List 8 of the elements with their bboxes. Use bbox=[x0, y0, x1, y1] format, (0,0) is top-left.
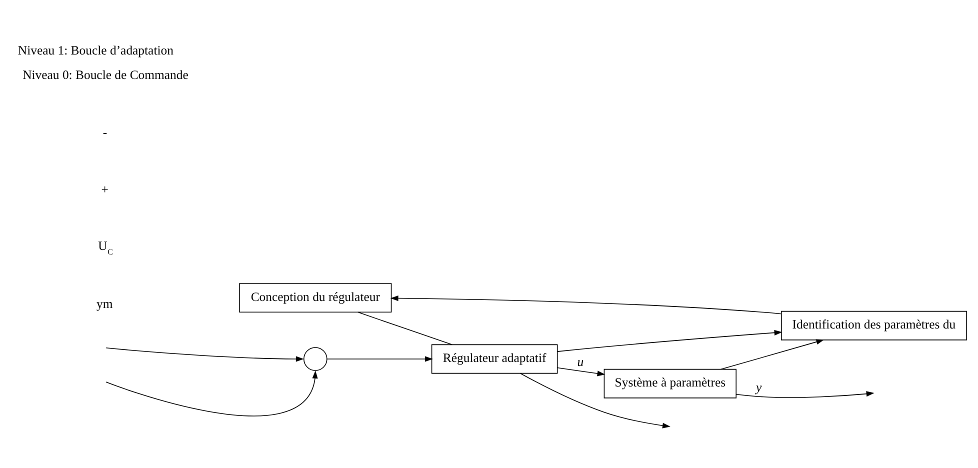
label: - bbox=[102, 125, 108, 140]
label: ym bbox=[96, 296, 113, 311]
label: + bbox=[101, 182, 108, 197]
label: U$_{C}$ bbox=[98, 238, 113, 256]
edge-label: y bbox=[756, 380, 762, 394]
diagram-title: Niveau 1: Boucle d’adaptation bbox=[18, 44, 174, 58]
edge-label: u bbox=[577, 354, 584, 369]
label: Niveau 0: Boucle de Commande bbox=[22, 68, 188, 82]
